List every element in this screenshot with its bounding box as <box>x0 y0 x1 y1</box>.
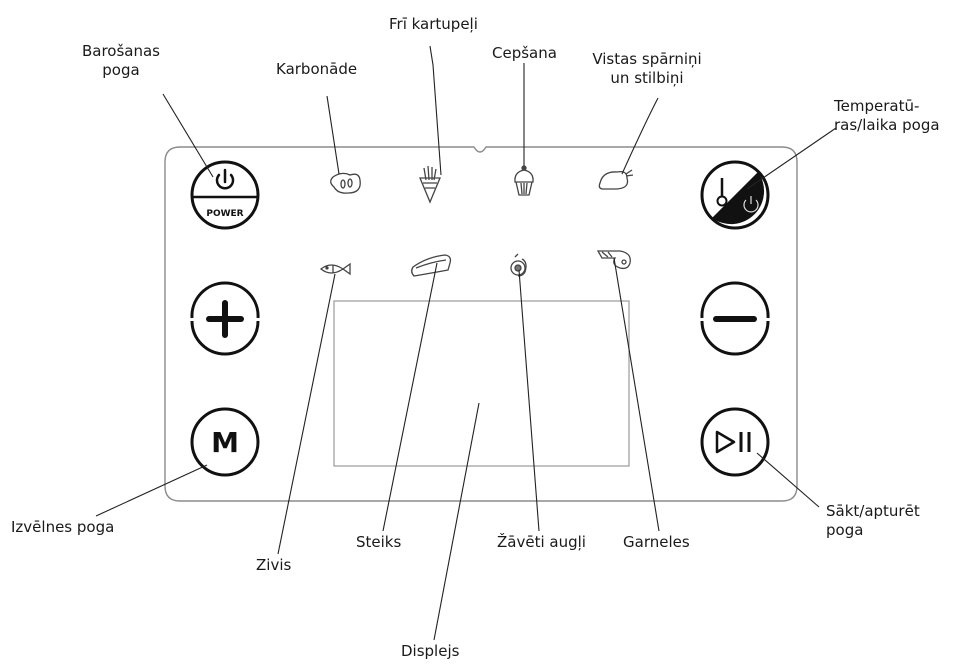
fries-icon <box>419 165 441 204</box>
label-chicken: Vistas spārniņi un stilbiņi <box>582 50 712 88</box>
thermometer-icon <box>716 178 728 207</box>
label-start-stop-line1: Sākt/apturēt <box>826 502 920 520</box>
label-start-stop-line2: poga <box>826 521 864 539</box>
label-chop: Karbonāde <box>276 60 358 78</box>
label-power-button-line2: poga <box>102 61 140 79</box>
shrimp-icon <box>596 250 631 270</box>
minus-button[interactable] <box>700 281 770 356</box>
label-power-button: Barošanas poga <box>58 42 184 80</box>
label-temp-time-button: Temperatū- ras/laika poga <box>834 97 940 135</box>
label-chicken-line2: un stilbiņi <box>610 69 684 87</box>
label-fish: Zivis <box>256 556 292 574</box>
label-power-button-line1: Barošanas <box>81 42 161 60</box>
label-baking: Cepšana <box>492 44 557 62</box>
power-icon <box>215 168 235 190</box>
timer-icon <box>743 196 759 213</box>
label-temp-time-line1: Temperatū- <box>834 97 920 115</box>
plus-button[interactable] <box>190 281 260 356</box>
label-start-stop-button: Sākt/apturēt poga <box>826 502 920 540</box>
label-menu-button: Izvēlnes poga <box>11 518 115 536</box>
chicken-icon <box>598 169 634 190</box>
steak-icon <box>411 254 452 277</box>
temp-time-button[interactable] <box>700 160 770 230</box>
play-pause-icon <box>715 430 751 454</box>
label-fries: Frī kartupeļi <box>389 15 478 33</box>
menu-m-icon: M <box>211 426 239 459</box>
chop-icon <box>330 172 361 194</box>
label-dried-fruit: Žāvēti augļi <box>497 533 586 551</box>
label-shrimp: Garneles <box>623 533 690 551</box>
leader-lines <box>95 45 837 641</box>
display-screen <box>333 300 630 467</box>
label-display: Displejs <box>401 642 460 660</box>
label-steak: Steiks <box>356 533 402 551</box>
fruit-icon <box>510 253 527 277</box>
power-button[interactable]: POWER <box>190 160 260 230</box>
cupcake-icon <box>514 165 534 196</box>
power-button-text: POWER <box>206 209 243 219</box>
label-temp-time-line2: ras/laika poga <box>834 116 940 134</box>
plus-icon <box>206 300 244 338</box>
menu-button[interactable]: M <box>190 407 260 477</box>
label-chicken-line1: Vistas spārniņi <box>592 50 702 68</box>
panel-outline <box>164 146 798 502</box>
start-stop-button[interactable] <box>700 407 770 477</box>
fish-icon <box>319 262 351 276</box>
